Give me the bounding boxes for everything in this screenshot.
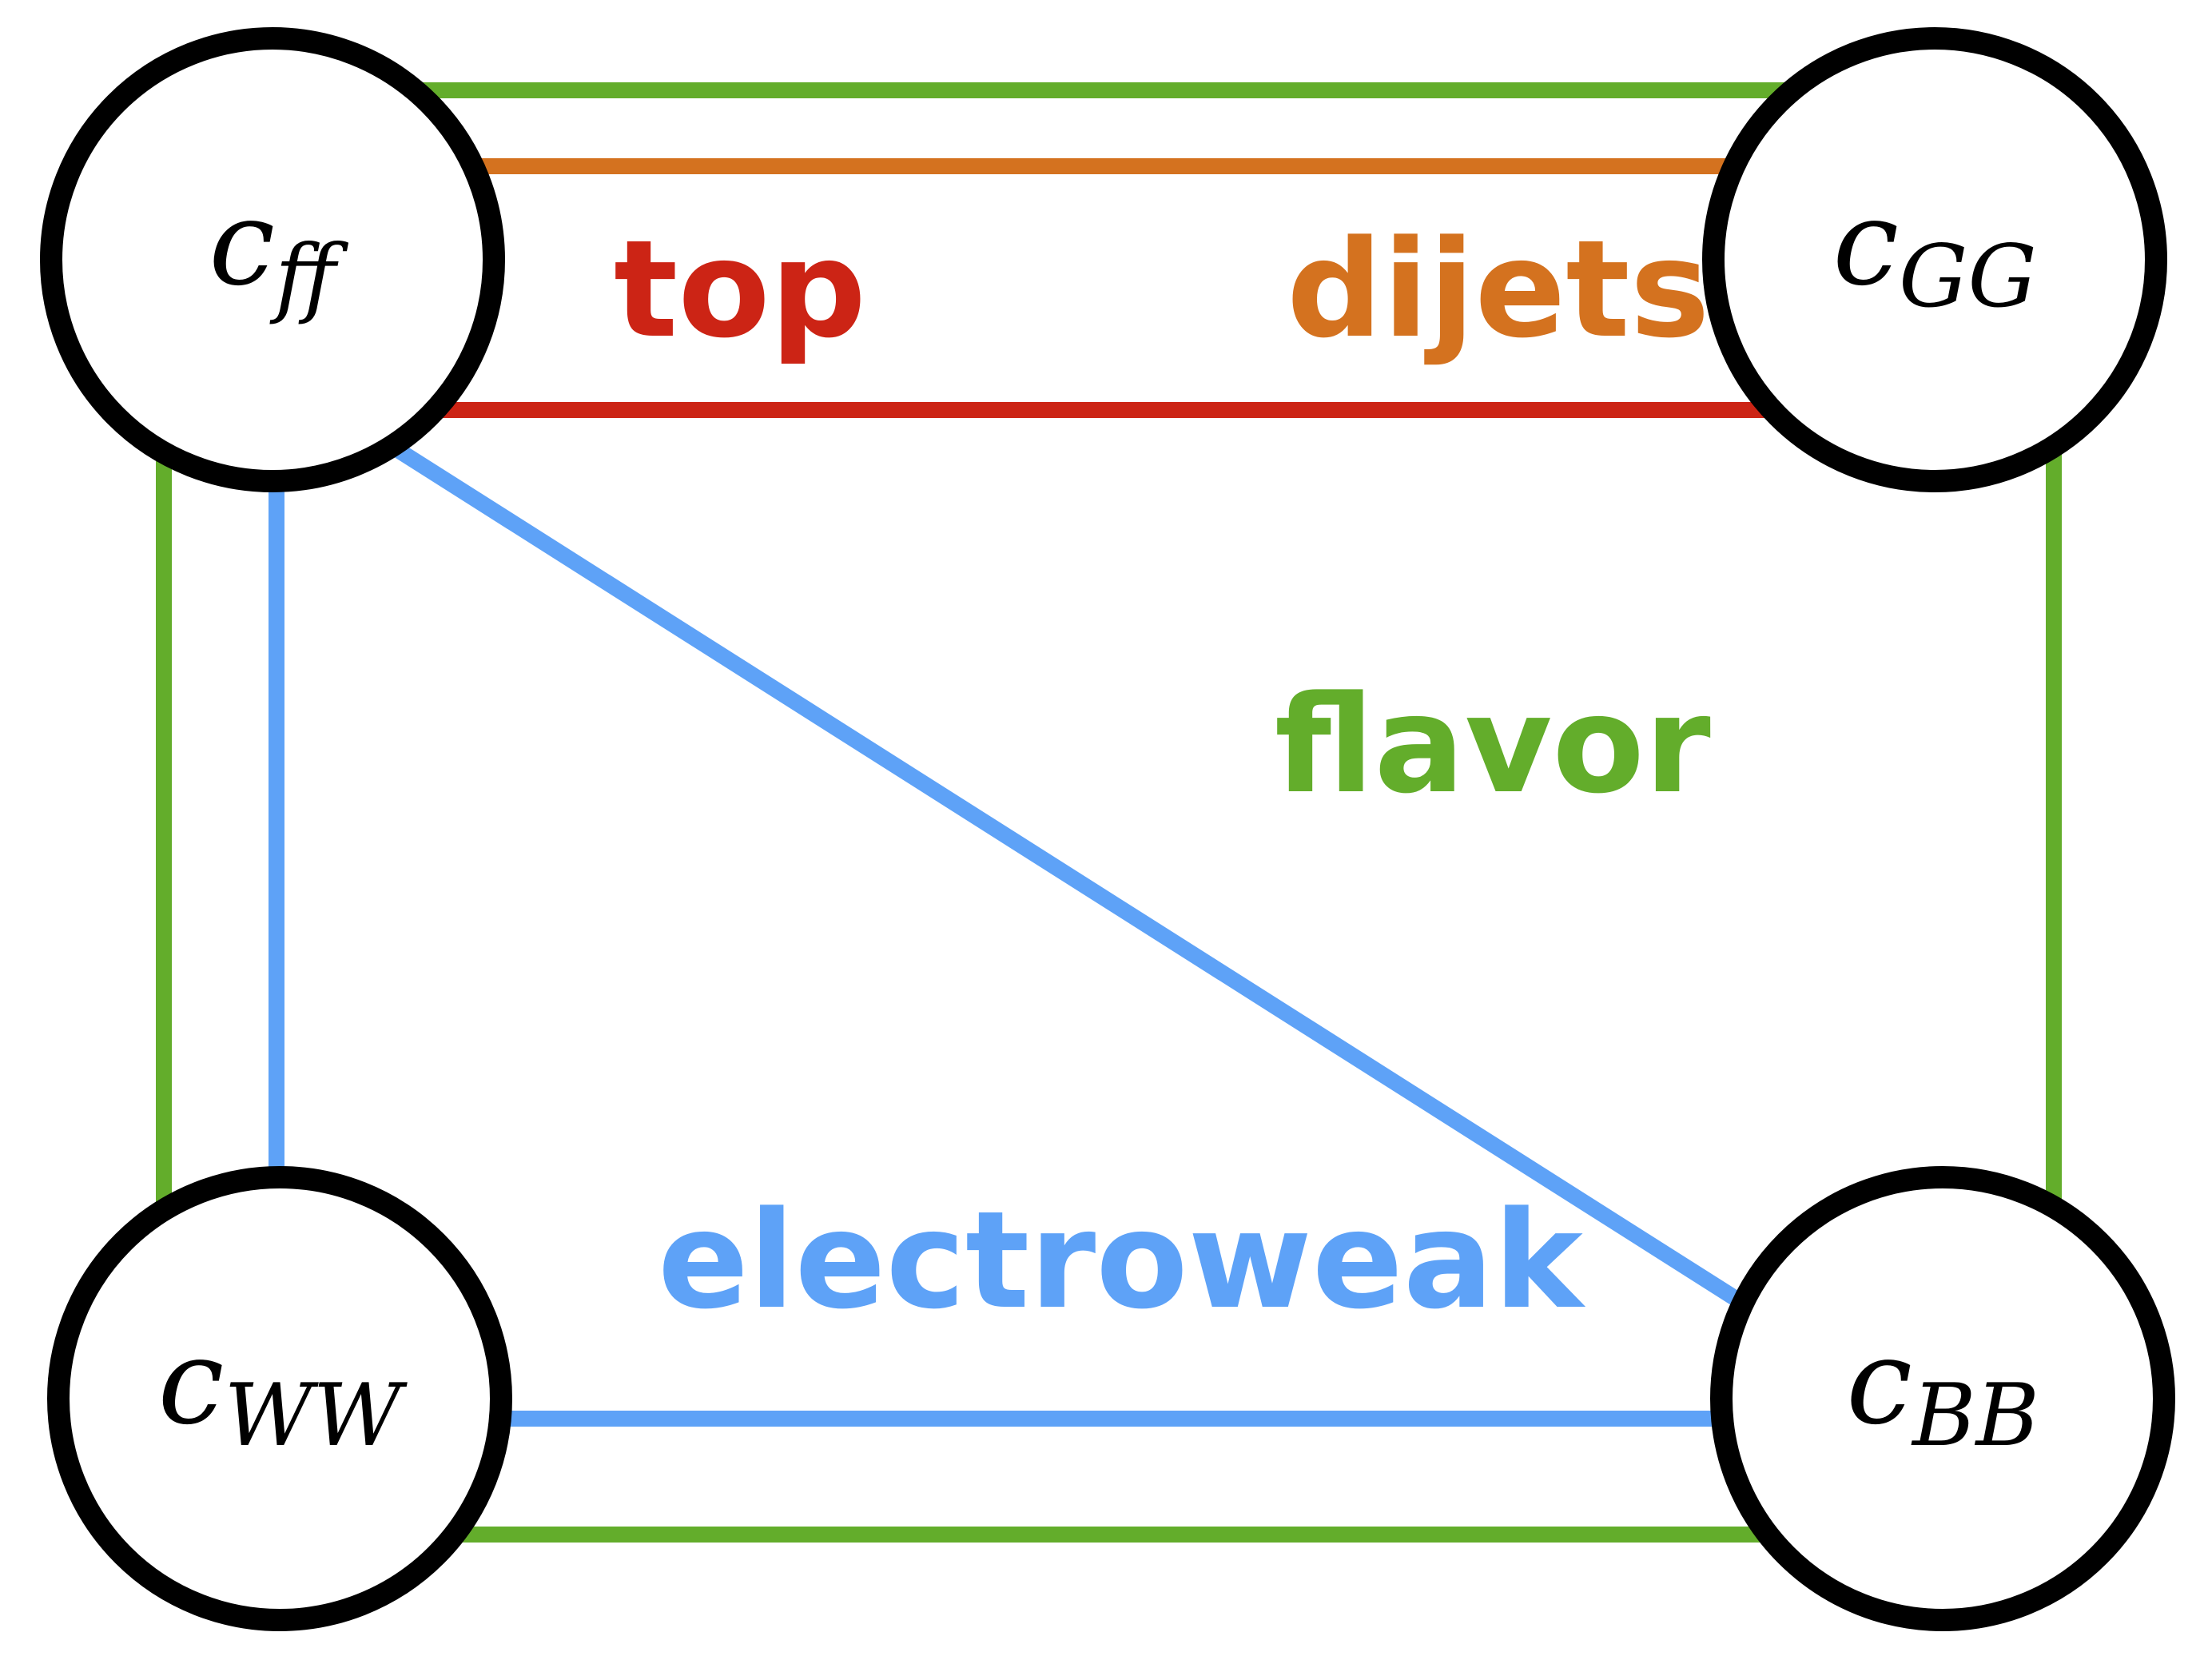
label-dijets: dijets xyxy=(1287,211,1710,368)
node-cbb-circle xyxy=(1710,1166,2175,1631)
node-cff-label: cff xyxy=(209,174,348,327)
node-cww-label: cWW xyxy=(158,1313,408,1466)
label-electroweak: electroweak xyxy=(658,1182,1585,1339)
group-labels: top dijets flavor electroweak xyxy=(614,211,1711,1339)
label-top: top xyxy=(614,211,866,368)
node-cww: cWW xyxy=(47,1166,512,1631)
node-cff: cff xyxy=(40,27,505,492)
node-cbb-label: cBB xyxy=(1846,1313,2039,1466)
node-cbb: cBB xyxy=(1710,1166,2175,1631)
label-flavor: flavor xyxy=(1275,667,1711,823)
node-cgg-label: cGG xyxy=(1832,174,2036,327)
node-cgg-circle xyxy=(1702,27,2167,492)
edges xyxy=(156,82,2062,1543)
node-cgg: cGG xyxy=(1702,27,2167,492)
edge-cff-cbb-electroweak xyxy=(387,439,1753,1314)
node-cff-circle xyxy=(40,27,505,492)
node-cww-circle xyxy=(47,1166,512,1631)
